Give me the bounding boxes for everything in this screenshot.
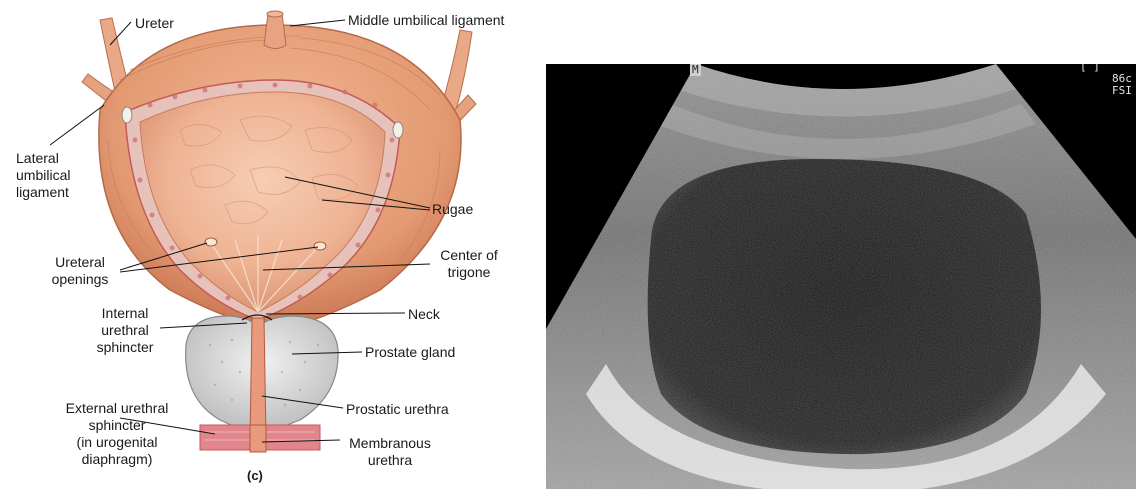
leader-lateral-ligament <box>50 105 104 145</box>
label-ureter: Ureter <box>135 15 174 32</box>
label-center-of-trigone: Center of trigone <box>432 247 506 281</box>
ultrasound-marker: M <box>690 64 701 76</box>
left-ureteral-opening <box>205 238 217 246</box>
label-rugae: Rugae <box>432 201 473 218</box>
label-line: Membranous <box>340 435 440 452</box>
label-line: sphincter <box>52 417 182 434</box>
label-line: openings <box>40 271 120 288</box>
label-line: urethral <box>88 322 162 339</box>
label-prostatic-urethra: Prostatic urethra <box>346 401 449 418</box>
label-line: Lateral <box>16 150 70 167</box>
label-line: Center of <box>432 247 506 264</box>
label-external-urethral-sphincter: External urethral sphincter (in urogenit… <box>52 400 182 468</box>
right-ureter-wall-opening <box>393 122 403 138</box>
label-line: Ureteral <box>40 254 120 271</box>
label-line: External urethral <box>52 400 182 417</box>
label-line: (in urogenital <box>52 434 182 451</box>
ultrasound-scan <box>546 64 1136 489</box>
prostatic-urethra <box>250 318 266 440</box>
ultrasound-image: M [ ] 86c FSI <box>546 64 1136 489</box>
label-line: umbilical <box>16 167 70 184</box>
right-ureteral-opening <box>314 242 326 250</box>
label-neck: Neck <box>408 306 440 323</box>
ultrasound-corner-fragment: [ ] <box>1080 64 1100 73</box>
label-line: sphincter <box>88 339 162 356</box>
label-membranous-urethra: Membranous urethra <box>340 435 440 469</box>
label-internal-urethral-sphincter: Internal urethral sphincter <box>88 305 162 356</box>
label-ureteral-openings: Ureteral openings <box>40 254 120 288</box>
label-line: ligament <box>16 184 70 201</box>
label-line: Internal <box>88 305 162 322</box>
panel-letter: (c) <box>247 467 263 484</box>
label-middle-umbilical-ligament: Middle umbilical ligament <box>348 12 504 29</box>
left-ureter-wall-opening <box>122 107 132 123</box>
label-prostate-gland: Prostate gland <box>365 344 455 361</box>
leader-middle-ligament <box>290 20 345 26</box>
middle-umbilical-ligament <box>264 14 286 49</box>
ultrasound-overlay-line-2: FSI <box>1112 85 1132 97</box>
label-lateral-umbilical-ligament: Lateral umbilical ligament <box>16 150 70 201</box>
label-line: trigone <box>432 264 506 281</box>
label-line: urethra <box>340 452 440 469</box>
label-line: diaphragm) <box>52 451 182 468</box>
